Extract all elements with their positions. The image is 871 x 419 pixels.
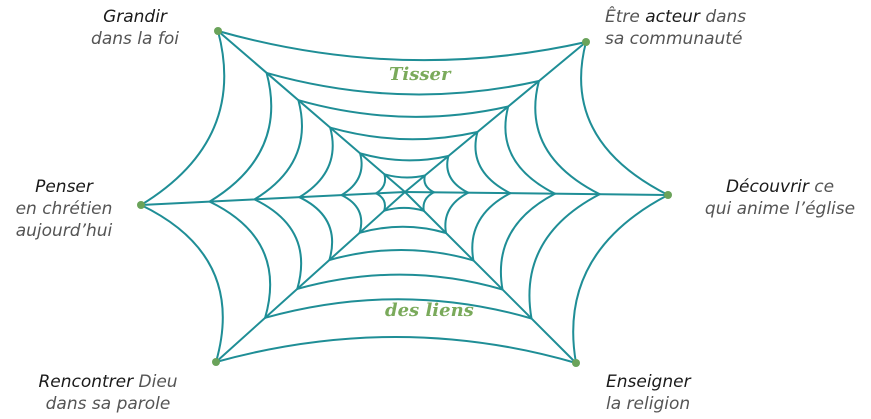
web-spoke-enseigner (404, 191, 577, 364)
label-etre-subtitle: sa communauté (605, 29, 743, 49)
label-etre-title: acteur (645, 7, 700, 27)
web-ring-6-segment-4 (215, 335, 577, 364)
label-rencontrer-title: Rencontrer (38, 372, 134, 392)
web-anchor-points (137, 27, 672, 367)
web-ring-2-segment-1 (359, 152, 450, 162)
label-penser: Penser en chrétien aujourd’hui (0, 176, 128, 242)
label-rencontrer-subtitle: dans sa parole (45, 394, 171, 414)
web-ring-3-segment-1 (329, 126, 479, 141)
label-grandir-subtitle: dans la foi (91, 29, 179, 49)
web-ring-4-segment-3 (499, 192, 556, 291)
label-enseigner-title: Enseigner (606, 372, 691, 392)
web-ring-3-segment-2 (474, 131, 512, 195)
web-ring-6-segment-6 (140, 30, 226, 206)
web-ring-1-segment-2 (423, 174, 435, 194)
anchor-dot-decouvrir (664, 191, 672, 199)
web-ring-2-segment-2 (446, 155, 470, 194)
label-decouvrir-subtitle: qui anime l’église (704, 199, 856, 219)
web-ring-5-segment-2 (534, 80, 601, 196)
web-ring-1-segment-5 (375, 192, 386, 212)
web-ring-4-segment-6 (253, 99, 303, 201)
web-ring-1-segment-3 (422, 191, 435, 212)
web-ring-5-segment-3 (528, 193, 601, 320)
label-penser-line3: aujourd’hui (15, 221, 113, 241)
label-decouvrir-title: Découvrir (725, 177, 809, 197)
web-spoke-rencontrer (215, 191, 406, 363)
web-ring-4-segment-4 (296, 273, 504, 291)
web-ring-4-segment-5 (253, 198, 303, 290)
label-etre-prefix: Être (605, 7, 646, 27)
web-ring-1-segment-6 (375, 173, 387, 195)
anchor-dot-enseigner (572, 359, 580, 367)
web-ring-5-segment-4 (264, 298, 533, 320)
web-spoke-penser (140, 191, 406, 206)
web-spoke-etre-acteur (404, 41, 587, 193)
word-des-liens: des liens (385, 300, 474, 321)
web-ring-5-segment-1 (265, 71, 540, 96)
label-rencontrer: Rencontrer Dieu dans sa parole (18, 371, 198, 415)
web-ring-5-segment-5 (208, 200, 272, 319)
anchor-dot-grandir (214, 27, 222, 35)
web-ring-5-segment-6 (208, 71, 273, 203)
web-ring-6-segment-3 (572, 194, 669, 364)
label-grandir: Grandir dans la foi (60, 6, 210, 50)
word-tisser: Tisser (389, 64, 451, 85)
anchor-dot-penser (137, 201, 145, 209)
web-threads (140, 30, 669, 364)
web-ring-4-segment-1 (297, 99, 510, 118)
web-ring-2-segment-6 (340, 152, 363, 197)
web-spoke-grandir (217, 30, 406, 193)
web-ring-2-segment-4 (358, 225, 447, 234)
label-penser-title: Penser (35, 177, 93, 197)
web-ring-3-segment-4 (328, 248, 475, 262)
label-grandir-title: Grandir (103, 7, 167, 27)
label-decouvrir: Découvrir ce qui anime l’église (690, 176, 870, 220)
web-ring-3-segment-5 (298, 196, 334, 261)
web-ring-2-segment-5 (340, 194, 363, 234)
web-ring-3-segment-6 (298, 126, 334, 199)
anchor-dot-rencontrer (212, 358, 220, 366)
label-penser-line2: en chrétien (15, 199, 113, 219)
web-ring-6-segment-2 (580, 41, 669, 196)
label-etre-acteur: Être acteur dans sa communauté (605, 6, 825, 50)
label-decouvrir-suffix: ce (808, 177, 835, 197)
label-enseigner: Enseigner la religion (606, 371, 786, 415)
web-ring-2-segment-3 (444, 191, 470, 234)
web-ring-6-segment-5 (140, 204, 224, 363)
web-spoke-decouvrir (404, 191, 669, 196)
web-ring-1-segment-1 (383, 173, 426, 179)
label-rencontrer-suffix: Dieu (133, 372, 178, 392)
web-ring-4-segment-2 (504, 105, 556, 195)
web-ring-1-segment-4 (383, 206, 425, 212)
web-ring-6-segment-1 (217, 30, 587, 62)
label-enseigner-subtitle: la religion (606, 394, 691, 414)
label-etre-suffix: dans (699, 7, 747, 27)
anchor-dot-etre-acteur (582, 38, 590, 46)
web-ring-3-segment-3 (471, 192, 512, 262)
